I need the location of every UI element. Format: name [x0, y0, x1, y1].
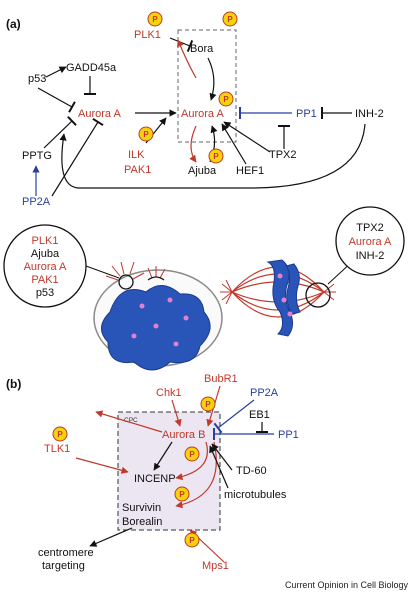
- node-bubr1: BubR1: [204, 373, 238, 385]
- svg-text:P: P: [152, 15, 158, 24]
- node-aurora-a-center: Aurora A: [181, 108, 224, 120]
- node-pp1-b: PP1: [278, 429, 299, 441]
- node-tpx2: TPX2: [269, 149, 297, 161]
- callout-right-item: Aurora A: [349, 236, 392, 248]
- svg-text:P: P: [189, 536, 195, 545]
- edge-microtubules-aurorab: [209, 445, 229, 489]
- phospho-badge: P: [138, 126, 154, 142]
- edge-tlk1-incenp: [75, 457, 129, 474]
- edge-p53-aurora: [37, 87, 76, 113]
- node-td60: TD-60: [236, 465, 267, 477]
- callout-left-item: Aurora A: [24, 261, 67, 273]
- svg-text:P: P: [179, 490, 185, 499]
- phospho-badge: P: [52, 426, 68, 442]
- edge-aurorab-tlk1-phos: [95, 410, 163, 433]
- node-survivin: Survivin: [122, 502, 161, 514]
- node-aurora-a-left: Aurora A: [78, 108, 121, 120]
- callout-left-item: Ajuba: [31, 248, 60, 260]
- journal-credit: Current Opinion in Cell Biology: [285, 580, 409, 590]
- mitotic-spindle-illustration: [220, 259, 336, 337]
- cpc-label: CPC: [124, 417, 138, 424]
- interphase-cell-illustration: [93, 261, 223, 371]
- node-ajuba: Ajuba: [188, 165, 217, 177]
- panel-b-label: (b): [6, 377, 21, 391]
- edge-aurorab-incenp-phos: [175, 441, 208, 481]
- svg-text:P: P: [57, 430, 63, 439]
- edge-aurora-plk1: [177, 39, 197, 79]
- node-eb1: EB1: [249, 409, 270, 421]
- callout-left-pointer: [85, 265, 120, 279]
- callout-right-item: TPX2: [356, 222, 384, 234]
- aurora-a-complex-box: [177, 29, 237, 143]
- phospho-badge: P: [222, 11, 238, 27]
- node-chk1: Chk1: [156, 387, 182, 399]
- edge-tpx2-aurora: [223, 121, 271, 153]
- node-hef1: HEF1: [236, 165, 264, 177]
- phospho-badge: P: [174, 486, 190, 502]
- svg-text:P: P: [143, 130, 149, 139]
- phospho-badge: P: [184, 532, 200, 548]
- node-pp2a-b: PP2A: [250, 387, 279, 399]
- edge-cpc-centromere: [89, 527, 133, 547]
- callout-left-item: PLK1: [32, 235, 59, 247]
- cpc-box: [117, 411, 221, 531]
- edge-bora-aurora: [207, 57, 217, 101]
- svg-text:P: P: [213, 152, 219, 161]
- edge-p53-gadd45a: [45, 66, 67, 78]
- node-incenp: INCENP: [134, 473, 176, 485]
- edge-inh2-loop: [59, 123, 366, 189]
- panel-a-label: (a): [6, 17, 21, 31]
- node-pp1: PP1: [296, 108, 317, 120]
- node-bora: Bora: [190, 43, 214, 55]
- node-mps1: Mps1: [202, 560, 229, 572]
- node-pp2a: PP2A: [22, 196, 51, 208]
- node-inh2: INH-2: [355, 108, 384, 120]
- svg-text:P: P: [223, 95, 229, 104]
- svg-text:P: P: [227, 15, 233, 24]
- phospho-badge: P: [218, 91, 234, 107]
- edge-hef1-aurora: [221, 123, 247, 165]
- callout-left-item: PAK1: [31, 274, 58, 286]
- phospho-badge: P: [208, 148, 224, 164]
- node-pptg: PPTG: [22, 150, 52, 162]
- callout-right-item: INH-2: [356, 250, 385, 262]
- svg-text:P: P: [205, 400, 211, 409]
- phospho-badge: P: [147, 11, 163, 27]
- callout-left-item: p53: [36, 287, 54, 299]
- node-gadd45a: GADD45a: [66, 62, 117, 74]
- node-targeting: targeting: [42, 560, 85, 572]
- node-centromere: centromere: [38, 547, 94, 559]
- node-ilk: ILK: [128, 149, 145, 161]
- edge-pp2a-aurora: [51, 117, 104, 197]
- edge-chk1-aurorab: [171, 399, 182, 427]
- node-p53: p53: [28, 73, 46, 85]
- node-tlk1: TLK1: [44, 443, 70, 455]
- node-plk1: PLK1: [134, 29, 161, 41]
- phospho-badge: P: [200, 396, 216, 412]
- node-borealin: Borealin: [122, 516, 162, 528]
- edge-pptg-aurora: [43, 115, 77, 149]
- node-microtubules: microtubules: [224, 489, 287, 501]
- edge-pp2a-aurorab: [213, 399, 255, 434]
- callout-right: TPX2 Aurora A INH-2: [335, 206, 405, 276]
- callout-left: PLK1 Ajuba Aurora A PAK1 p53: [3, 224, 87, 308]
- edge-aurorab-incenp: [153, 441, 173, 471]
- node-pak1: PAK1: [124, 164, 151, 176]
- phospho-badge: P: [184, 446, 200, 462]
- svg-text:P: P: [189, 450, 195, 459]
- edge-aurora-ajuba: [189, 125, 197, 163]
- node-aurora-b: Aurora B: [162, 429, 205, 441]
